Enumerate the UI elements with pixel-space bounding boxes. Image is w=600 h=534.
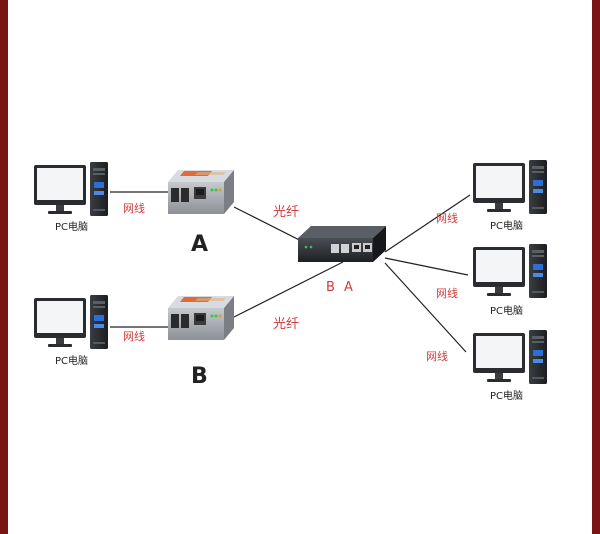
media-converter-icon <box>168 170 234 214</box>
cable-label: 网线 <box>123 201 145 215</box>
pc-computer-icon <box>473 244 547 298</box>
fiber-label: 光纤 <box>273 317 299 332</box>
fiber-label: 光纤 <box>273 205 299 220</box>
cable-line <box>384 257 469 276</box>
pc-label: PC电脑 <box>490 389 523 402</box>
cable-line <box>384 194 471 253</box>
pc-label: PC电脑 <box>490 304 523 317</box>
pc-computer-icon <box>473 160 547 214</box>
pc-label: PC电脑 <box>55 354 88 367</box>
pc-label: PC电脑 <box>55 220 88 233</box>
connection-lines <box>110 191 471 353</box>
cable-label: 网线 <box>436 286 458 300</box>
cable-label: 网线 <box>426 349 448 363</box>
pc-computer-icon <box>473 330 547 384</box>
cable-label: 网线 <box>436 211 458 225</box>
port-b-label: B <box>326 280 335 295</box>
pc-computer-icon <box>34 162 108 216</box>
media-converter-icon <box>168 296 234 340</box>
converter-b-label: B <box>191 364 208 389</box>
port-a-label: A <box>344 280 353 295</box>
converter-a-label: A <box>191 232 208 257</box>
network-diagram: PC电脑 PC电脑 PC电脑 PC电脑 PC电脑 网线 网线 网线 网线 网线 … <box>8 0 592 534</box>
cable-label: 网线 <box>123 329 145 343</box>
pc-computer-icon <box>34 295 108 349</box>
diagram-canvas: PC电脑 PC电脑 PC电脑 PC电脑 PC电脑 网线 网线 网线 网线 网线 … <box>34 160 547 402</box>
fiber-line <box>233 261 344 318</box>
cable-line <box>384 262 467 353</box>
network-switch-icon <box>298 226 386 262</box>
pc-label: PC电脑 <box>490 219 523 232</box>
